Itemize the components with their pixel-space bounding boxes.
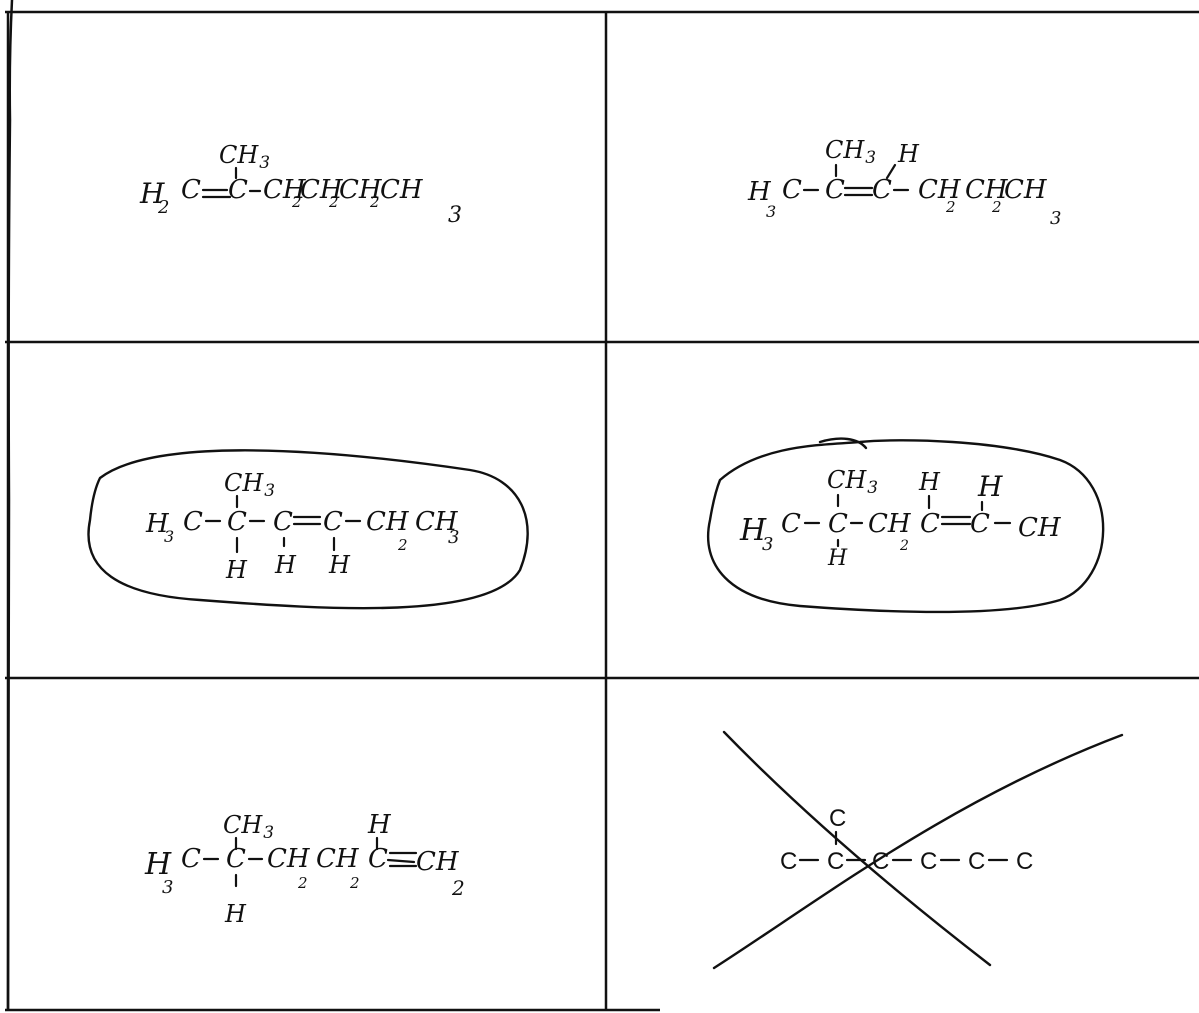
subscript: 2 — [157, 197, 169, 218]
methyl-label: C — [829, 805, 846, 832]
circle-mark — [818, 437, 868, 450]
main-chain-atom: C — [368, 844, 388, 874]
hydrogen-label: H — [224, 900, 247, 928]
cross-out-stroke — [722, 730, 992, 967]
main-chain-atom: CH — [965, 175, 1009, 205]
main-chain-atom: C — [228, 175, 248, 205]
main-chain-atom: C — [1016, 848, 1033, 875]
subscript: 2 — [369, 193, 380, 211]
structure-b: CH3 H H 3 C C C CH 2 CH 2 CH 3 — [747, 136, 1061, 229]
subscript: 3 — [448, 527, 459, 548]
main-chain-atom: C — [781, 509, 801, 539]
main-chain-atom: C — [227, 507, 247, 537]
main-chain-atom: C — [183, 507, 203, 537]
main-chain-atom: C — [181, 175, 201, 205]
main-chain-atom: C — [181, 844, 201, 874]
circle-mark — [87, 449, 529, 610]
subscript: 2 — [297, 874, 308, 892]
subscript: 2 — [349, 874, 360, 892]
main-chain-atom: CH — [1004, 175, 1048, 205]
structure-d: CH3 H H H 3 C C CH 2 C C CH H — [707, 437, 1105, 614]
main-chain-atom: CH — [415, 507, 459, 537]
main-chain-atom: H — [747, 177, 772, 207]
main-chain-atom: C — [872, 175, 892, 205]
main-chain-atom: C — [968, 848, 985, 875]
main-chain-atom: C — [273, 507, 293, 537]
cross-out-stroke — [712, 733, 1124, 970]
main-chain-atom: CH — [380, 175, 424, 205]
branch-bond — [885, 163, 897, 180]
subscript: 2 — [451, 876, 465, 900]
main-chain-atom: CH — [918, 175, 962, 205]
subscript: 3 — [448, 203, 462, 228]
main-chain-atom: C — [323, 507, 343, 537]
subscript: 2 — [328, 193, 339, 211]
main-chain-atom: C — [920, 848, 937, 875]
main-chain-atom: CH — [1018, 513, 1062, 543]
hydrogen-label: H — [977, 470, 1003, 503]
subscript: 3 — [1050, 208, 1061, 229]
hydrogen-label: H — [827, 546, 848, 571]
hydrogen-label: H — [367, 810, 392, 840]
hydrogen-label: H — [225, 556, 248, 584]
structure-a: CH3 H 2 C C CH 2 CH 2 CH 2 CH 3 — [139, 141, 462, 228]
subscript: 3 — [164, 527, 174, 546]
subscript: 2 — [397, 536, 408, 554]
subscript: 2 — [945, 198, 956, 216]
main-chain-atom: CH — [316, 844, 360, 874]
subscript: 3 — [162, 877, 173, 898]
hydrogen-label: H — [918, 468, 941, 496]
subscript: 2 — [899, 538, 909, 554]
table-grid — [5, 0, 1199, 1012]
structure-c: CH3 H 3 C C C C CH 2 CH 3 H H H — [87, 449, 529, 610]
structure-e: CH3 H H 3 C C CH 2 CH 2 C CH 2 H — [144, 810, 465, 928]
main-chain-atom: CH — [263, 175, 307, 205]
main-chain-atom: C — [825, 175, 845, 205]
main-chain-atom: H — [145, 509, 170, 539]
methyl-label: CH3 — [223, 811, 274, 843]
main-chain-atom: C — [780, 848, 797, 875]
main-chain-atom: C — [782, 175, 802, 205]
hydrogen-label: H — [897, 140, 920, 168]
methyl-label: CH3 — [219, 141, 270, 173]
main-chain-atom: H — [739, 513, 767, 548]
main-chain-atom: C — [226, 844, 246, 874]
methyl-label: CH3 — [825, 136, 876, 168]
subscript: 3 — [762, 534, 773, 555]
main-chain-atom: C — [827, 848, 844, 875]
structure-f: C C C C C C C — [712, 730, 1124, 970]
main-chain-atom: CH — [267, 844, 311, 874]
main-chain-atom: C — [970, 509, 990, 539]
hydrogen-label: H — [328, 551, 351, 579]
hydrogen-label: H — [274, 551, 297, 579]
subscript: 3 — [766, 202, 776, 221]
subscript: 2 — [291, 193, 302, 211]
main-chain-atom: CH — [300, 175, 344, 205]
methyl-label: CH3 — [224, 469, 275, 501]
main-chain-atom: CH — [416, 847, 460, 877]
main-chain-atom: C — [920, 509, 940, 539]
main-chain-atom: CH — [339, 175, 383, 205]
main-chain-atom: H — [139, 177, 165, 210]
subscript: 2 — [991, 198, 1002, 216]
methyl-label: CH3 — [827, 466, 878, 498]
main-chain-atom: H — [144, 847, 172, 882]
main-chain-atom: C — [828, 509, 848, 539]
double-bond — [386, 858, 416, 864]
main-chain-atom: CH — [366, 507, 410, 537]
main-chain-atom: CH — [868, 509, 912, 539]
